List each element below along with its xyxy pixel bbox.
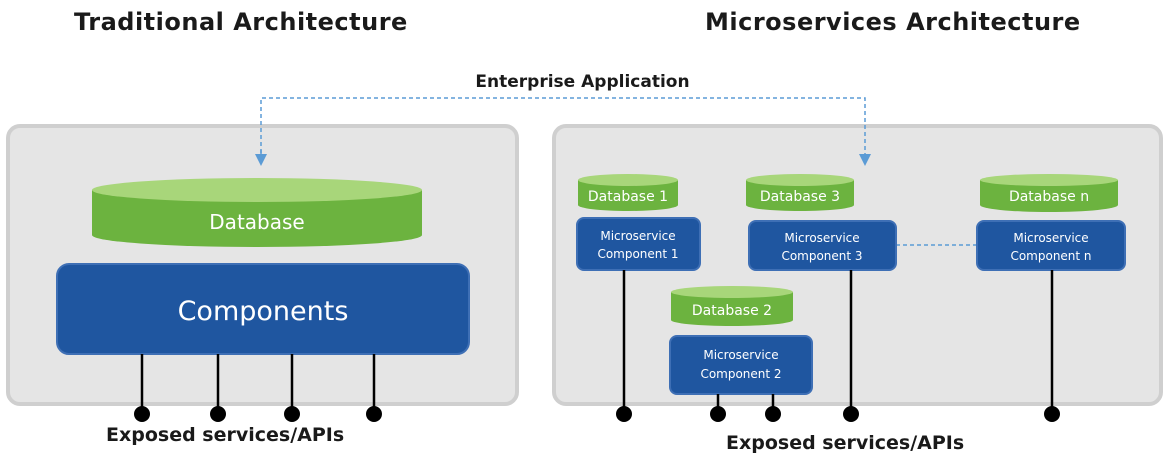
database-3-label: Database 3 [760, 189, 840, 205]
microservice-component-1: Microservice Component 1 [576, 217, 701, 271]
microservice-database-n: Database n [980, 174, 1118, 213]
api-endpoint-dot [134, 406, 150, 422]
traditional-api-connectors [140, 354, 376, 410]
api-endpoint-dot [210, 406, 226, 422]
microservice-database-3: Database 3 [746, 174, 854, 211]
enterprise-application-label: Enterprise Application [475, 72, 690, 92]
component-3-subtitle: Component 3 [781, 249, 862, 263]
microservices-architecture-heading: Microservices Architecture [705, 8, 1081, 36]
api-endpoint-dot [616, 406, 632, 422]
microservice-component-n: Microservice Component n [976, 220, 1126, 271]
traditional-components-label: Components [178, 296, 349, 327]
traditional-architecture-heading: Traditional Architecture [74, 8, 408, 36]
traditional-exposed-apis-label: Exposed services/APIs [106, 424, 345, 446]
component-3-title: Microservice [784, 231, 859, 245]
database-n-label: Database n [1009, 189, 1089, 205]
traditional-components: Components [56, 263, 470, 355]
api-endpoint-dot [765, 406, 781, 422]
microservice-api-endpoints [616, 406, 1060, 422]
api-endpoint-dot [366, 406, 382, 422]
traditional-api-endpoints [134, 406, 382, 422]
component-2-title: Microservice [703, 348, 778, 362]
database-1-label: Database 1 [588, 189, 668, 205]
database-2-label: Database 2 [692, 303, 772, 319]
api-endpoint-dot [843, 406, 859, 422]
microservice-database-1: Database 1 [578, 174, 678, 211]
microservice-database-2: Database 2 [671, 286, 793, 326]
microservice-api-connectors [622, 270, 1054, 410]
component-n-subtitle: Component n [1010, 249, 1091, 263]
api-endpoint-dot [1044, 406, 1060, 422]
traditional-database: Database [92, 178, 422, 247]
api-endpoint-dot [710, 406, 726, 422]
component-2-subtitle: Component 2 [700, 367, 781, 381]
component-n-title: Microservice [1013, 231, 1088, 245]
microservice-component-2: Microservice Component 2 [669, 335, 813, 395]
traditional-database-label: Database [209, 210, 304, 234]
microservices-exposed-apis-label: Exposed services/APIs [726, 432, 965, 454]
microservice-component-3: Microservice Component 3 [748, 220, 897, 271]
component-1-subtitle: Component 1 [597, 247, 678, 261]
component-1-title: Microservice [600, 229, 675, 243]
enterprise-dashed-link [260, 97, 871, 166]
api-endpoint-dot [284, 406, 300, 422]
